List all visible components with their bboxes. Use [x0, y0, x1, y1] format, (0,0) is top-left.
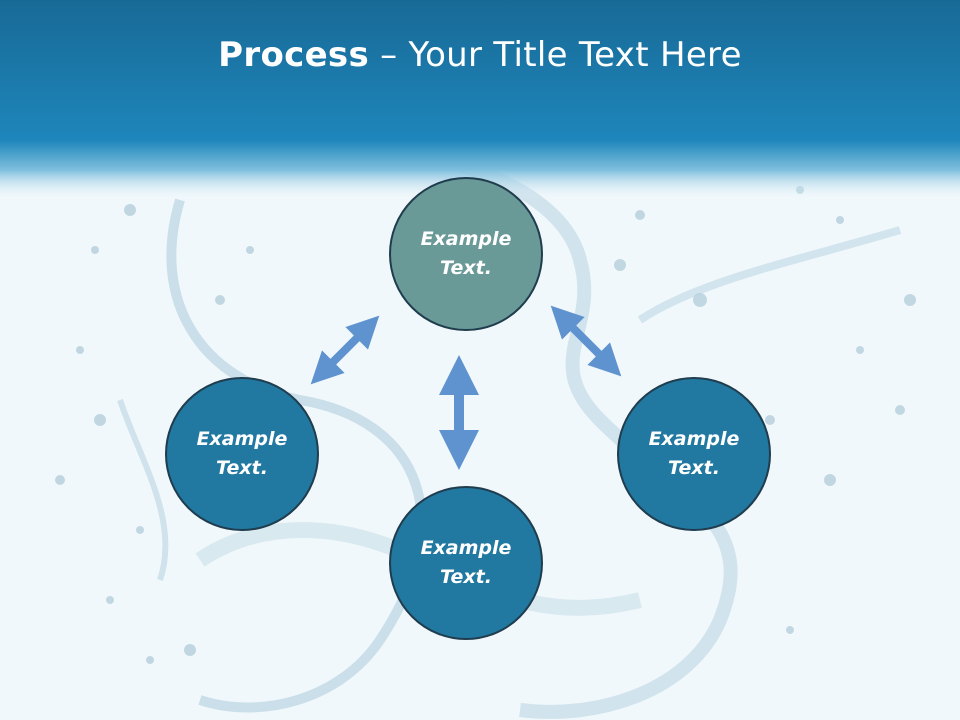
process-node-right: Example Text.: [617, 377, 771, 531]
node-bottom-label: Example Text.: [420, 537, 512, 588]
process-node-bottom: Example Text.: [389, 486, 543, 640]
slide-title: Process – Your Title Text Here: [218, 35, 742, 75]
title-rest: – Your Title Text Here: [369, 35, 742, 75]
title-bold: Process: [218, 35, 370, 75]
node-left-label: Example Text.: [196, 428, 288, 479]
process-node-left: Example Text.: [165, 377, 319, 531]
node-top-label: Example Text.: [420, 228, 512, 279]
process-node-top: Example Text.: [389, 177, 543, 331]
node-right-label: Example Text.: [648, 428, 740, 479]
title-bar: Process – Your Title Text Here: [0, 0, 960, 130]
